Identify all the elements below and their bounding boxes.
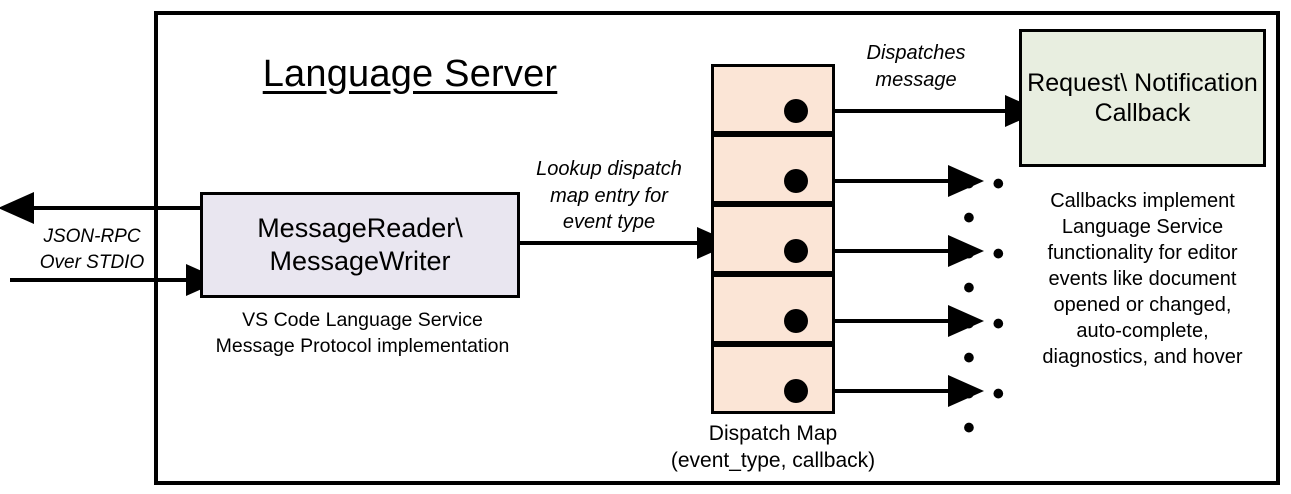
jsonrpc-transport-label: JSON-RPC Over STDIO [39,226,145,273]
request-notification-callback-label: Request\ Notification Callback [1027,68,1258,128]
callback-dot-icon [784,309,808,333]
message-reader-writer-box[interactable]: MessageReader\ MessageWriter [200,192,520,298]
callback-description: Callbacks implement Language Service fun… [1042,190,1243,368]
dispatch-map-cell[interactable] [711,64,835,134]
callback-dot-icon [784,169,808,193]
dispatch-map-cell[interactable] [711,344,835,414]
ellipsis-row-4: • • • [963,305,1009,377]
dispatches-message-label: Dispatches message [866,42,966,91]
request-notification-callback-box[interactable]: Request\ Notification Callback [1019,29,1266,167]
page-title: Language Server [262,53,558,95]
ellipsis-row-5: • • • [963,375,1009,447]
dispatch-map-cell[interactable] [711,134,835,204]
ellipsis-row-2: • • • [963,165,1009,237]
callback-dot-icon [784,379,808,403]
lookup-dispatch-label: Lookup dispatch map entry for event type [536,158,682,234]
callback-dot-icon [784,99,808,123]
language-server-boundary [154,11,1280,485]
callback-dot-icon [784,239,808,263]
dispatch-map-table[interactable] [711,64,835,414]
message-reader-writer-label: MessageReader\ MessageWriter [257,213,463,276]
dispatch-map-caption: Dispatch Map (event_type, callback) [670,422,876,472]
ellipsis-row-3: • • • [963,235,1009,307]
dispatch-map-cell[interactable] [711,204,835,274]
dispatch-map-cell[interactable] [711,274,835,344]
message-reader-writer-caption: VS Code Language Service Message Protoco… [215,309,510,357]
